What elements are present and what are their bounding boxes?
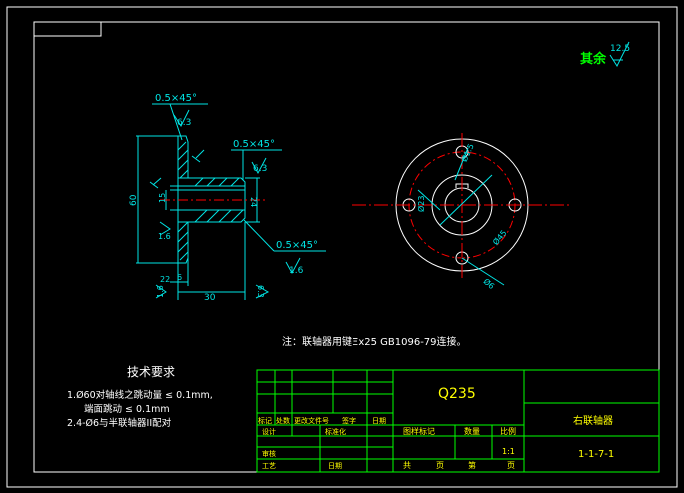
- dim-22: 22: [160, 275, 170, 284]
- roughness-symbol: [285, 257, 301, 275]
- sheet-label: 共: [403, 461, 411, 470]
- chamfer-leader-2: [231, 149, 282, 180]
- stage-label: 图样标记: [403, 426, 435, 436]
- side-view: [136, 103, 326, 300]
- dim-60: 60: [129, 194, 139, 206]
- header-cell: 签字: [342, 416, 356, 425]
- dim-flange-label: Ø45: [490, 228, 508, 247]
- roughness-label: 1.6: [289, 266, 304, 276]
- tech-requirements-title: 技术要求: [127, 365, 175, 379]
- roughness-label: 6.3: [253, 164, 267, 174]
- part-name: 右联轴器: [573, 414, 613, 427]
- dim-leader: [417, 189, 441, 211]
- dim-15: 15: [158, 193, 167, 203]
- header-cell: 处数: [276, 416, 290, 425]
- chamfer-label: 0.5×45°: [276, 240, 318, 251]
- chamfer-label: 0.5×45°: [233, 139, 275, 150]
- title-block-text: Q235 右联轴器 1-1-7-1 标记 处数 更改文件号 签字 日期 设计 标…: [258, 386, 614, 470]
- key-mark: [149, 177, 162, 189]
- roughness-symbol: [251, 157, 267, 175]
- header-cell: 日期: [372, 417, 386, 425]
- roughness-symbol: [255, 284, 270, 299]
- row-label: 工艺: [262, 462, 276, 470]
- number-box: [33, 21, 102, 37]
- header-cell: 更改文件号: [294, 416, 329, 425]
- roughness-label: 6.3: [256, 285, 265, 298]
- drawing-number: 1-1-7-1: [578, 449, 614, 460]
- tech-requirement-item: 1.Ø60对轴线之跳动量 ≤ 0.1mm,: [67, 389, 213, 401]
- chamfer-leader-3: [243, 219, 326, 252]
- dim-leader: [461, 257, 505, 286]
- sheet-label: 页: [507, 461, 515, 470]
- roughness-label: 1.6: [158, 232, 171, 241]
- row-label: 日期: [328, 462, 342, 470]
- front-view: [352, 133, 572, 286]
- connection-note: 注：联轴器用键Ξx25 GB1096-79连接。: [282, 335, 467, 348]
- chamfer-leader-1: [152, 103, 208, 141]
- dim-30: 30: [204, 293, 216, 303]
- dim-hole-label: Ø1.5: [459, 142, 476, 163]
- sheet-label: 第: [468, 460, 476, 470]
- side-view-labels: 0.5×45° 0.5×45° 0.5×45° 6.3 6.3 1.6 1.6 …: [129, 93, 318, 303]
- dim-6: 6: [177, 273, 182, 282]
- roughness-label: 1.6: [156, 285, 165, 298]
- roughness-symbol: [159, 221, 171, 236]
- tech-requirement-item: 端面跳动 ≤ 0.1mm: [84, 403, 170, 415]
- dim-24: 24: [249, 197, 258, 207]
- roughness-note-label: 其余: [580, 51, 607, 67]
- roughness-symbol: [155, 284, 167, 299]
- dim-leader: [454, 147, 469, 181]
- key-mark: [191, 149, 205, 163]
- material-label: Q235: [438, 386, 476, 402]
- technical-requirements: 技术要求 1.Ø60对轴线之跳动量 ≤ 0.1mm, 端面跳动 ≤ 0.1mm …: [67, 365, 213, 429]
- roughness-note: 其余 12.5: [580, 41, 630, 68]
- stage-label: 比例: [500, 426, 516, 436]
- header-cell: 标记: [258, 416, 272, 425]
- dim-leader: [439, 174, 493, 226]
- roughness-symbol: [609, 41, 630, 68]
- stage-label: 数量: [464, 426, 480, 436]
- roughness-label: 6.3: [177, 118, 191, 128]
- roughness-note-value: 12.5: [610, 44, 630, 54]
- roughness-symbol: [173, 109, 190, 128]
- title-block: [256, 369, 660, 473]
- outer-frame: [6, 6, 678, 488]
- dim-hub-label: Ø23: [416, 196, 426, 212]
- sheet-label: 页: [436, 461, 444, 470]
- tech-requirement-item: 2.4-Ø6与半联轴器II配对: [67, 417, 172, 429]
- chamfer-label: 0.5×45°: [155, 93, 197, 104]
- section-hatching: [177, 141, 244, 261]
- row-label: 设计: [262, 427, 276, 436]
- row-label: 标准化: [325, 427, 346, 436]
- row-label: 审核: [262, 449, 276, 458]
- scale-value: 1:1: [502, 447, 515, 456]
